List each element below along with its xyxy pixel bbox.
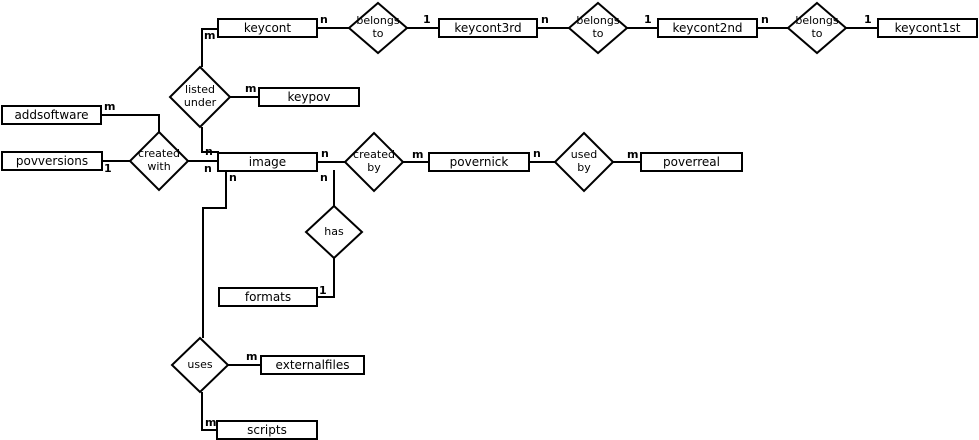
diamond-used-by <box>553 131 615 193</box>
connector-keycont-listed-under <box>201 28 218 67</box>
entity-keypov: keypov <box>258 87 360 107</box>
entity-keycont3rd: keycont3rd <box>438 18 538 38</box>
entity-formats: formats <box>218 287 318 307</box>
diamond-listed-under <box>168 65 232 129</box>
entity-keycont2nd: keycont2nd <box>657 18 758 38</box>
connector-uses-scripts <box>201 392 216 431</box>
connector-addsoftware-created-with <box>102 114 160 132</box>
diamond-has <box>304 204 364 260</box>
entity-poverreal: poverreal <box>640 152 743 172</box>
connector-image-uses <box>202 170 227 338</box>
diamond-created-by <box>343 131 405 193</box>
diamond-belongs-to-2 <box>567 1 629 55</box>
connector-listed-under-image <box>201 127 219 153</box>
connector-has-formats <box>318 258 335 298</box>
entity-povernick: povernick <box>428 152 530 172</box>
entity-keycont: keycont <box>217 18 318 38</box>
entity-externalfiles: externalfiles <box>260 355 365 375</box>
entity-addsoftware: addsoftware <box>1 105 102 125</box>
entity-keycont1st: keycont1st <box>877 18 978 38</box>
entity-image: image <box>217 152 318 172</box>
diamond-created-with <box>128 130 190 192</box>
entity-povversions: povversions <box>1 151 103 171</box>
entity-scripts: scripts <box>216 420 318 440</box>
diamond-belongs-to-1 <box>347 1 409 55</box>
diamond-uses <box>170 336 230 394</box>
diamond-belongs-to-3 <box>786 1 848 55</box>
